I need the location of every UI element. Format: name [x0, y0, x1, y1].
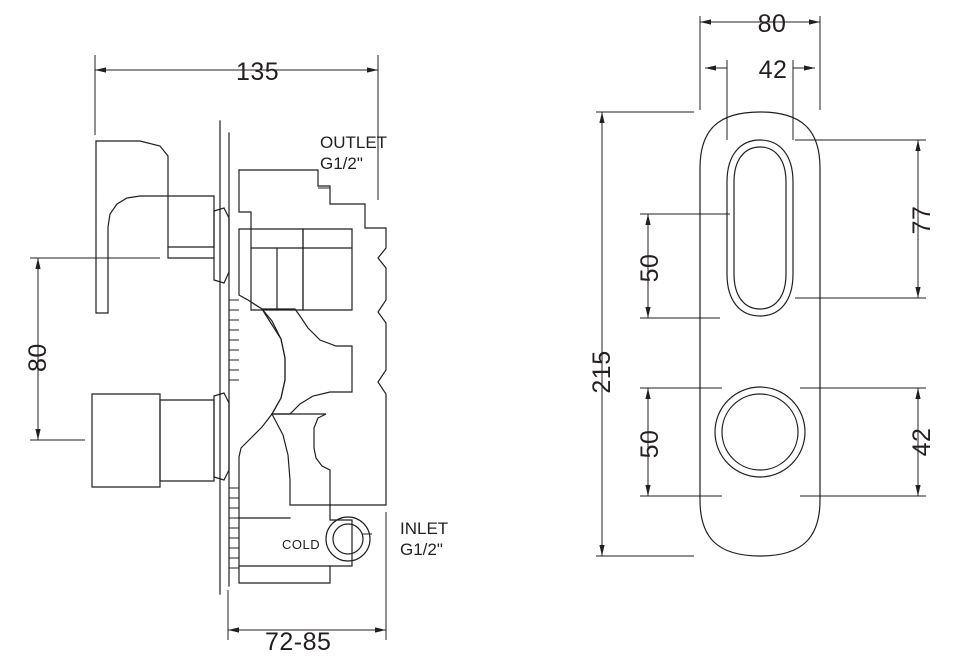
dim-plan-lower-50 — [640, 387, 722, 497]
front-section-geometry — [91, 120, 387, 595]
dim-plan-width-80 — [699, 16, 821, 110]
dim-label-plan-42-right: 42 — [908, 428, 936, 457]
dim-label-80-left: 80 — [24, 343, 52, 372]
cold-label: COLD — [282, 537, 320, 552]
dim-plan-circle-42 — [800, 387, 926, 497]
dim-depth-72-85 — [227, 512, 387, 640]
outlet-label-line1: OUTLET — [320, 133, 387, 152]
dim-label-plan-215: 215 — [588, 350, 616, 393]
dim-plan-height-215 — [596, 111, 694, 557]
dim-label-plan-80: 80 — [758, 10, 787, 38]
dim-width-135 — [94, 55, 379, 200]
dim-label-plan-50-lower: 50 — [636, 430, 664, 459]
outlet-label-line2: G1/2" — [320, 154, 363, 173]
dim-height-80 — [30, 257, 160, 441]
dim-label-plan-77: 77 — [908, 206, 936, 235]
inlet-label-line2: G1/2" — [400, 540, 443, 559]
dim-plan-inner-42 — [705, 60, 815, 140]
inlet-label-line1: INLET — [400, 519, 448, 538]
faceplate-plan-geometry — [699, 111, 821, 557]
dim-plan-upper-50 — [640, 213, 730, 319]
leader-lines — [318, 187, 372, 535]
dim-label-plan-50-upper: 50 — [636, 254, 664, 283]
dim-label-plan-42-top: 42 — [759, 56, 788, 84]
dim-plan-oval-77 — [795, 139, 926, 299]
dim-label-135: 135 — [236, 58, 279, 86]
dim-label-72-85: 72-85 — [265, 628, 331, 656]
